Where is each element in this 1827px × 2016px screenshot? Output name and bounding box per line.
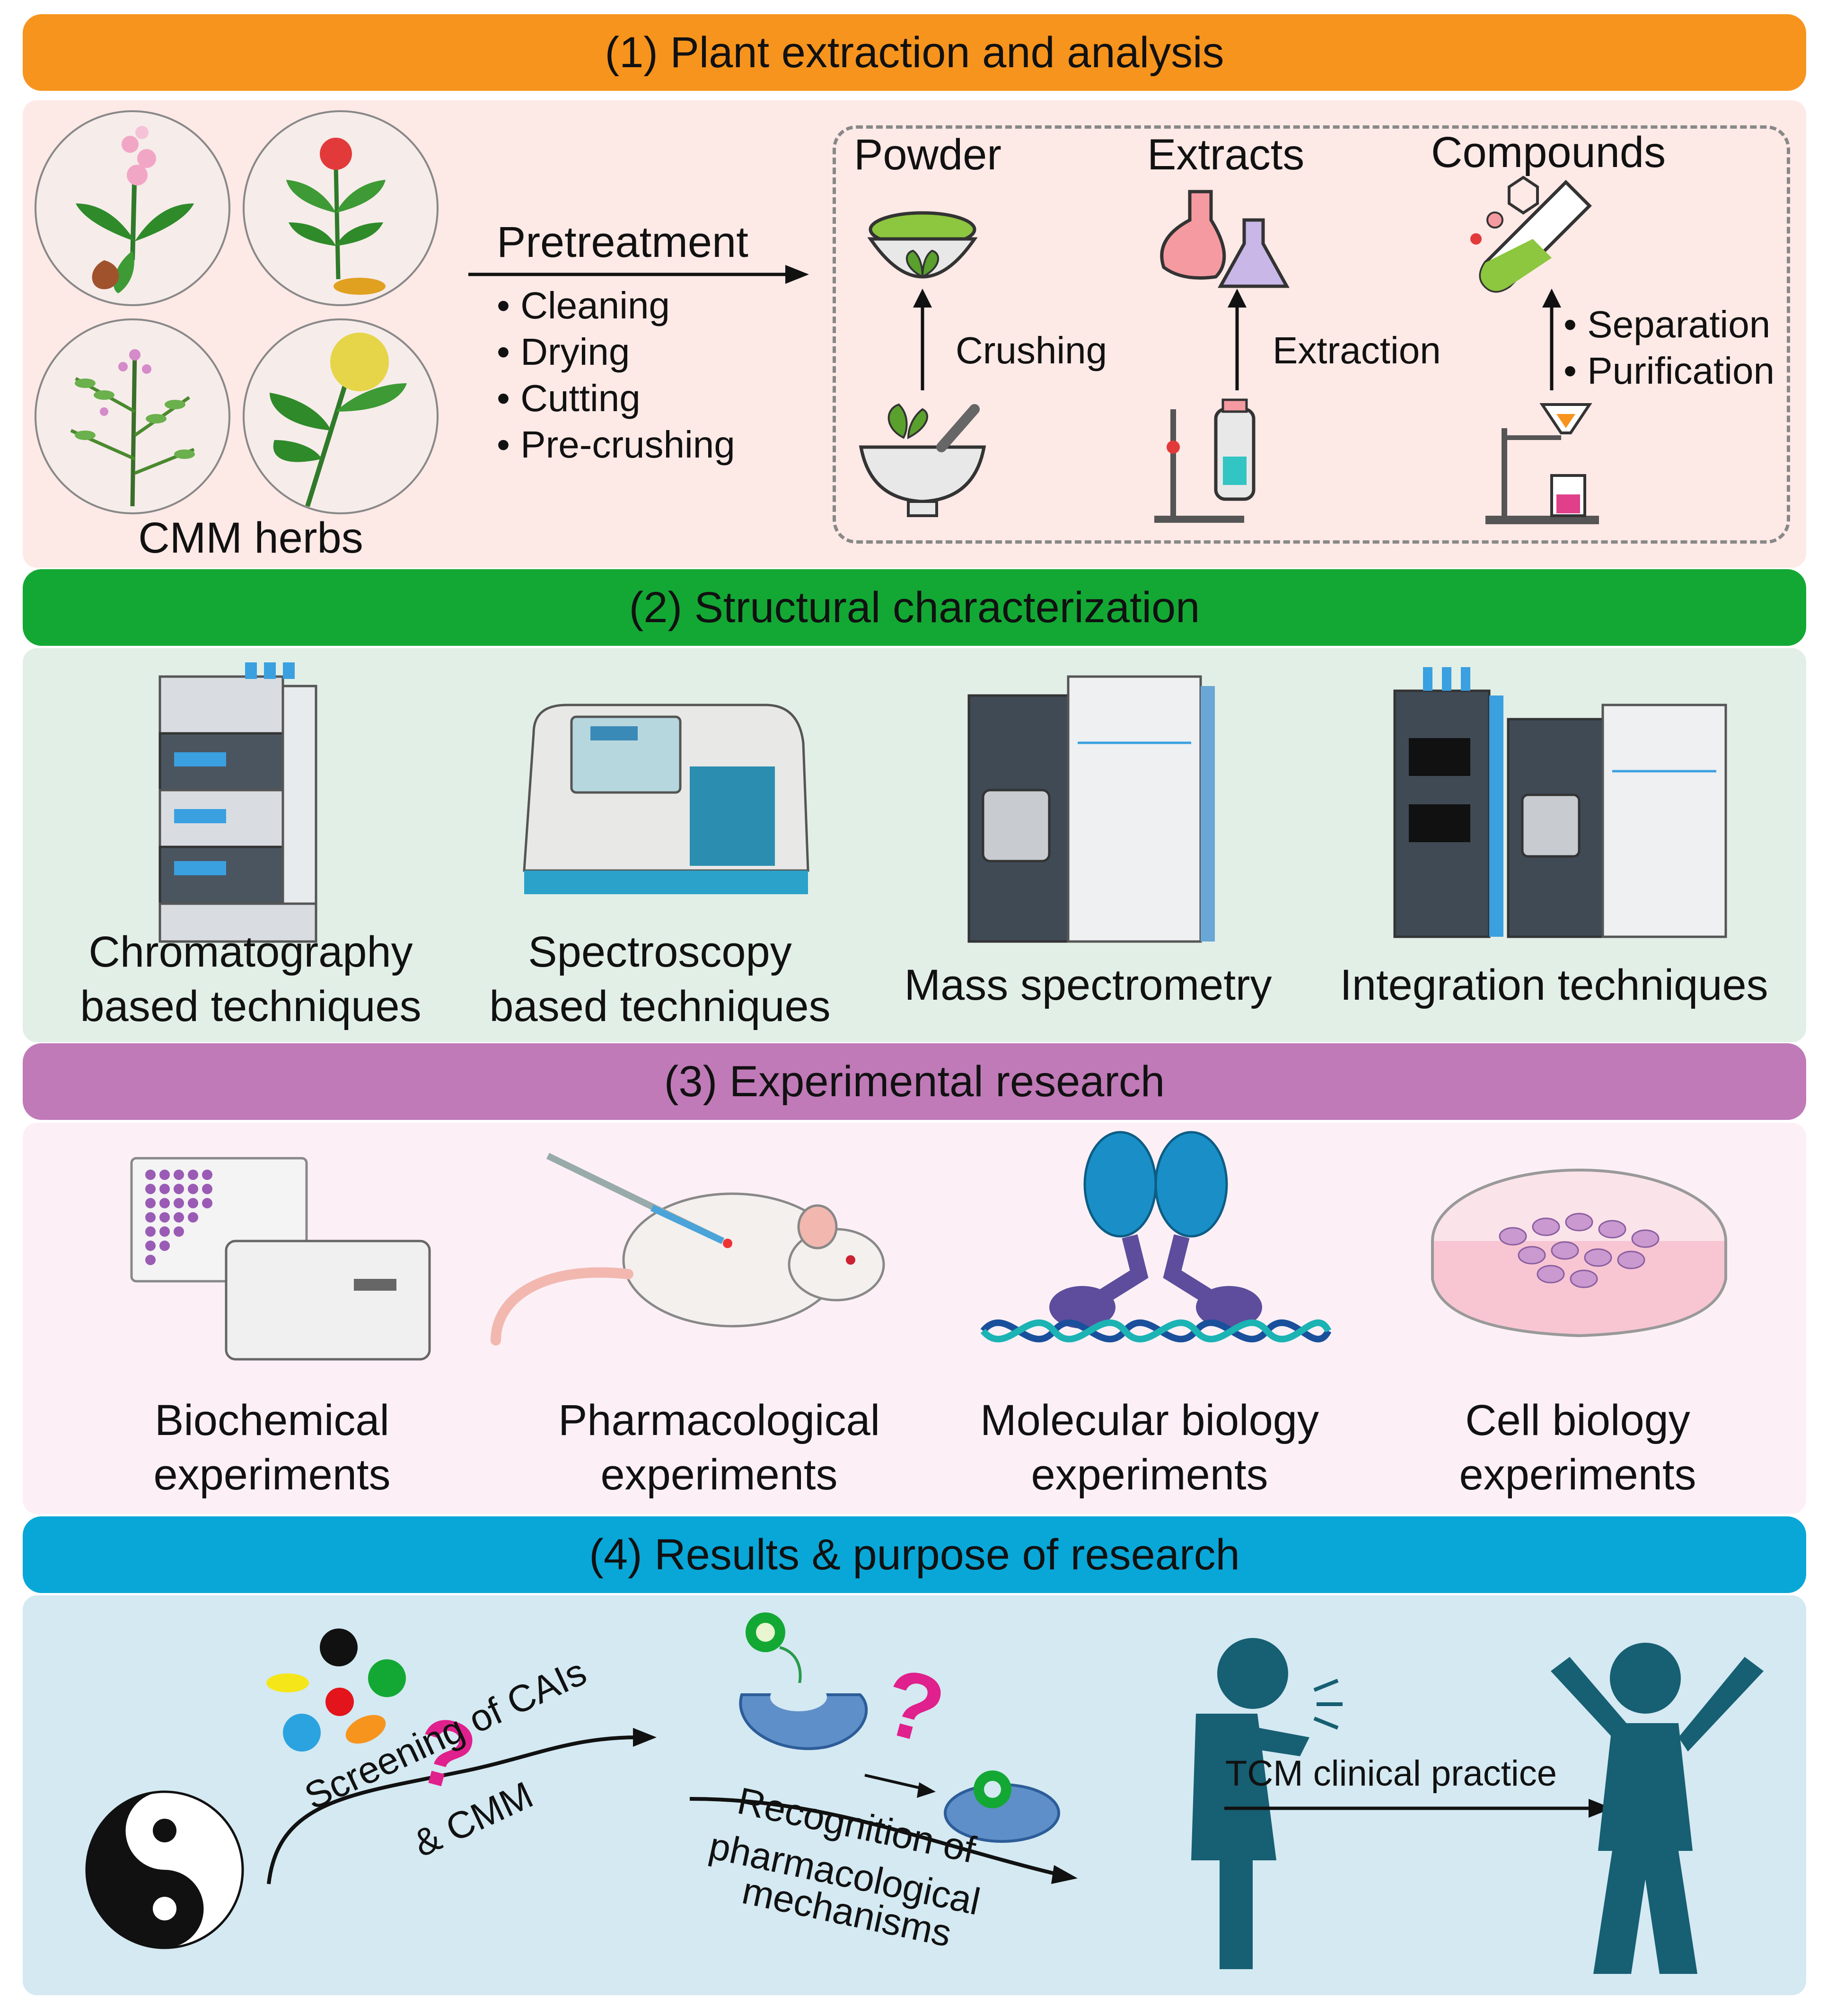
pretreatment-step-1: • Cleaning <box>497 284 670 326</box>
technique-chromatography-line2: based techniques <box>80 982 422 1030</box>
herb-circle-2 <box>243 110 439 306</box>
experiment-pharmacological-line2: experiments <box>600 1451 838 1499</box>
experiment-molecular-line1: Molecular biology <box>980 1396 1319 1444</box>
technique-spectroscopy-line1: Spectroscopy <box>528 928 792 976</box>
processing-icons <box>859 176 1599 524</box>
powder-bowl-icon <box>867 211 978 279</box>
experiment-cell-biology-line1: Cell biology <box>1465 1396 1690 1444</box>
separation-label: • Separation <box>1563 303 1771 345</box>
mass-spectrometer-icon <box>967 675 1215 943</box>
experiment-pharmacological: Pharmacological experiments <box>530 1393 908 1502</box>
lc-ms-system-icon <box>1393 667 1727 938</box>
section4-title: (4) Results & purpose of research <box>589 1530 1240 1579</box>
spectrometer-icon <box>523 704 809 894</box>
experiment-biochemical: Biochemical experiments <box>83 1393 461 1502</box>
microplate-reader-icon <box>130 1157 431 1361</box>
section4-panel <box>23 1595 1806 1995</box>
mouse-injection-icon <box>491 1153 885 1346</box>
section4-banner: (4) Results & purpose of research <box>23 1516 1806 1593</box>
technique-spectroscopy-line2: based techniques <box>489 982 831 1030</box>
healthy-person-icon <box>1551 1643 1764 1974</box>
mortar-icon <box>859 403 986 517</box>
technique-chromatography: Chromatography based techniques <box>61 925 440 1034</box>
tcm-practice-label: TCM clinical practice <box>1225 1753 1557 1794</box>
pretreatment-arrow <box>468 265 809 284</box>
pretreatment-step-3: • Cutting <box>497 377 641 419</box>
powder-label: Powder <box>854 131 1001 179</box>
crushing-label: Crushing <box>956 329 1107 371</box>
experiment-biochemical-line1: Biochemical <box>155 1396 389 1444</box>
flasks-icon <box>1160 190 1290 288</box>
experiment-molecular-line2: experiments <box>1031 1451 1268 1499</box>
experiment-cell-biology: Cell biology experiments <box>1388 1393 1767 1502</box>
screening-arrow <box>267 1735 638 1884</box>
sick-person-icon <box>1191 1638 1343 1969</box>
yin-yang-icon <box>85 1790 244 1949</box>
herb-circle-4 <box>243 318 439 514</box>
compounds-label: Compounds <box>1431 128 1666 176</box>
herb-circle-3 <box>35 318 230 514</box>
compound-dots-icon <box>266 1629 406 1752</box>
section3-title: (3) Experimental research <box>664 1057 1165 1106</box>
pretreatment-step-4: • Pre-crushing <box>497 423 735 466</box>
technique-spectroscopy: Spectroscopy based techniques <box>471 925 849 1034</box>
pretreatment-label: Pretreatment <box>497 218 748 266</box>
recognition-arrow <box>689 1797 1059 1876</box>
receptor-ligand-icon <box>739 1612 1060 1843</box>
processing-box <box>833 125 1790 544</box>
results-illustrations: ? ? <box>85 1612 1764 1974</box>
experiment-pharmacological-line1: Pharmacological <box>558 1396 880 1444</box>
petri-dish-icon <box>1431 1169 1727 1338</box>
filtration-setup-icon <box>1485 403 1599 524</box>
section2-title: (2) Structural characterization <box>629 583 1200 632</box>
purification-label: • Purification <box>1563 350 1774 392</box>
technique-chromatography-line1: Chromatography <box>88 928 413 976</box>
herbs-label: CMM herbs <box>138 514 363 562</box>
transcription-factor-dna-icon <box>980 1131 1332 1343</box>
experiment-illustrations <box>130 1131 1727 1361</box>
section1-title: (1) Plant extraction and analysis <box>605 28 1224 77</box>
pretreatment-step-2: • Drying <box>497 331 630 373</box>
herb-illustrations <box>35 110 439 514</box>
technique-mass-spectrometry: Mass spectrometry <box>904 961 1272 1009</box>
herb-circle-1 <box>35 110 230 306</box>
section3-banner: (3) Experimental research <box>23 1043 1806 1120</box>
soxhlet-apparatus-icon <box>1154 398 1256 523</box>
question-mark-2: ? <box>872 1648 955 1765</box>
experiment-molecular-biology: Molecular biology experiments <box>960 1393 1339 1502</box>
extraction-label: Extraction <box>1273 329 1441 371</box>
experiment-cell-biology-line2: experiments <box>1459 1451 1696 1499</box>
section1-banner: (1) Plant extraction and analysis <box>23 14 1806 91</box>
section2-banner: (2) Structural characterization <box>23 569 1806 646</box>
hplc-instrument-icon <box>158 662 317 943</box>
technique-integration: Integration techniques <box>1340 961 1768 1009</box>
experiment-biochemical-line2: experiments <box>153 1451 391 1499</box>
test-tube-icon <box>1470 176 1592 293</box>
extracts-label: Extracts <box>1147 131 1305 179</box>
instrument-illustrations <box>158 662 1727 943</box>
